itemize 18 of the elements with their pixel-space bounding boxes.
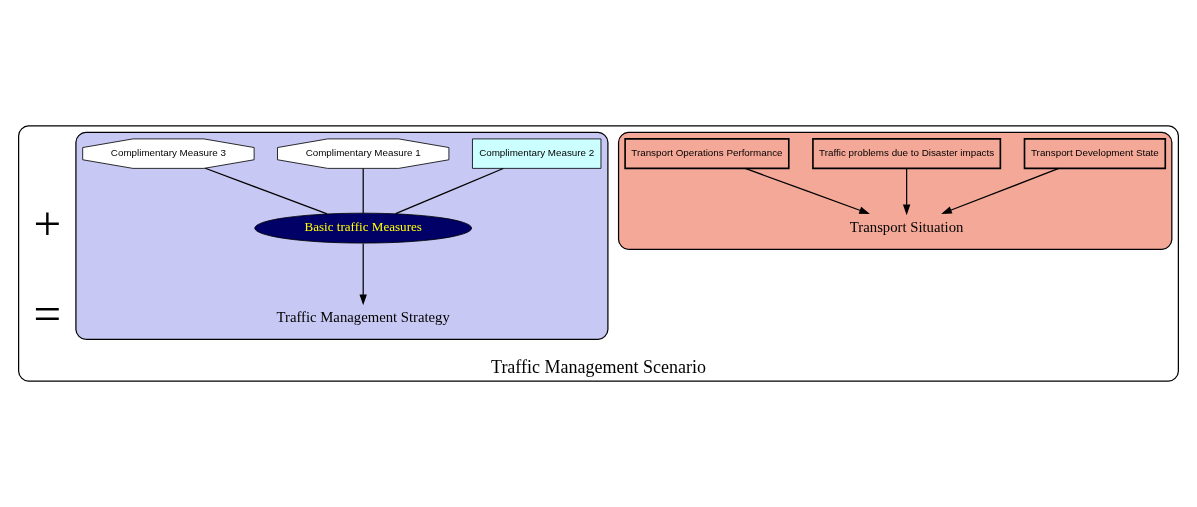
label: + xyxy=(33,196,62,252)
connector xyxy=(395,167,504,215)
node-box: Complimentary Measure 2 xyxy=(472,138,602,169)
connector xyxy=(362,167,364,214)
node-text: Traffic Management Strategy xyxy=(276,308,450,325)
node-ellipse: Basic traffic Measures xyxy=(254,212,473,244)
label: = xyxy=(33,286,62,342)
node-box: Transport Operations Performance xyxy=(624,138,790,170)
node-box: Traffic problems due to Disaster impacts xyxy=(812,138,1002,170)
arrow xyxy=(744,167,870,214)
arrow xyxy=(941,167,1060,214)
connector xyxy=(204,167,328,215)
cluster xyxy=(75,131,609,341)
arrow xyxy=(902,167,911,216)
arrow xyxy=(359,242,367,306)
node-box: Transport Development State xyxy=(1023,138,1167,170)
cluster xyxy=(617,131,1173,251)
node-text: Transport Situation xyxy=(849,218,964,235)
